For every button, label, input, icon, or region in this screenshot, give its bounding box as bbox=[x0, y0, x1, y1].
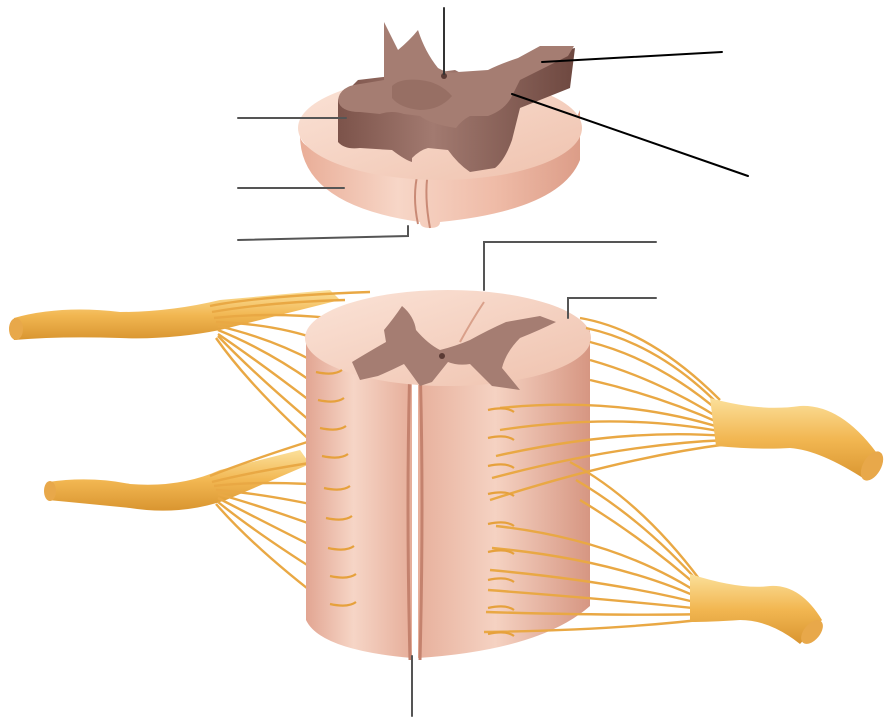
column-left-half bbox=[306, 336, 412, 658]
spinal-nerve-lower-left bbox=[44, 438, 338, 606]
spinal-column-with-nerves-icon bbox=[9, 290, 886, 660]
leader-line-right-1 bbox=[484, 242, 656, 290]
column-top-face bbox=[305, 290, 591, 386]
column-central-canal bbox=[439, 353, 445, 359]
leader-line-right-2 bbox=[568, 298, 656, 318]
spinal-cord-segment-icon bbox=[298, 22, 582, 228]
leader-line-left-3 bbox=[238, 226, 408, 240]
